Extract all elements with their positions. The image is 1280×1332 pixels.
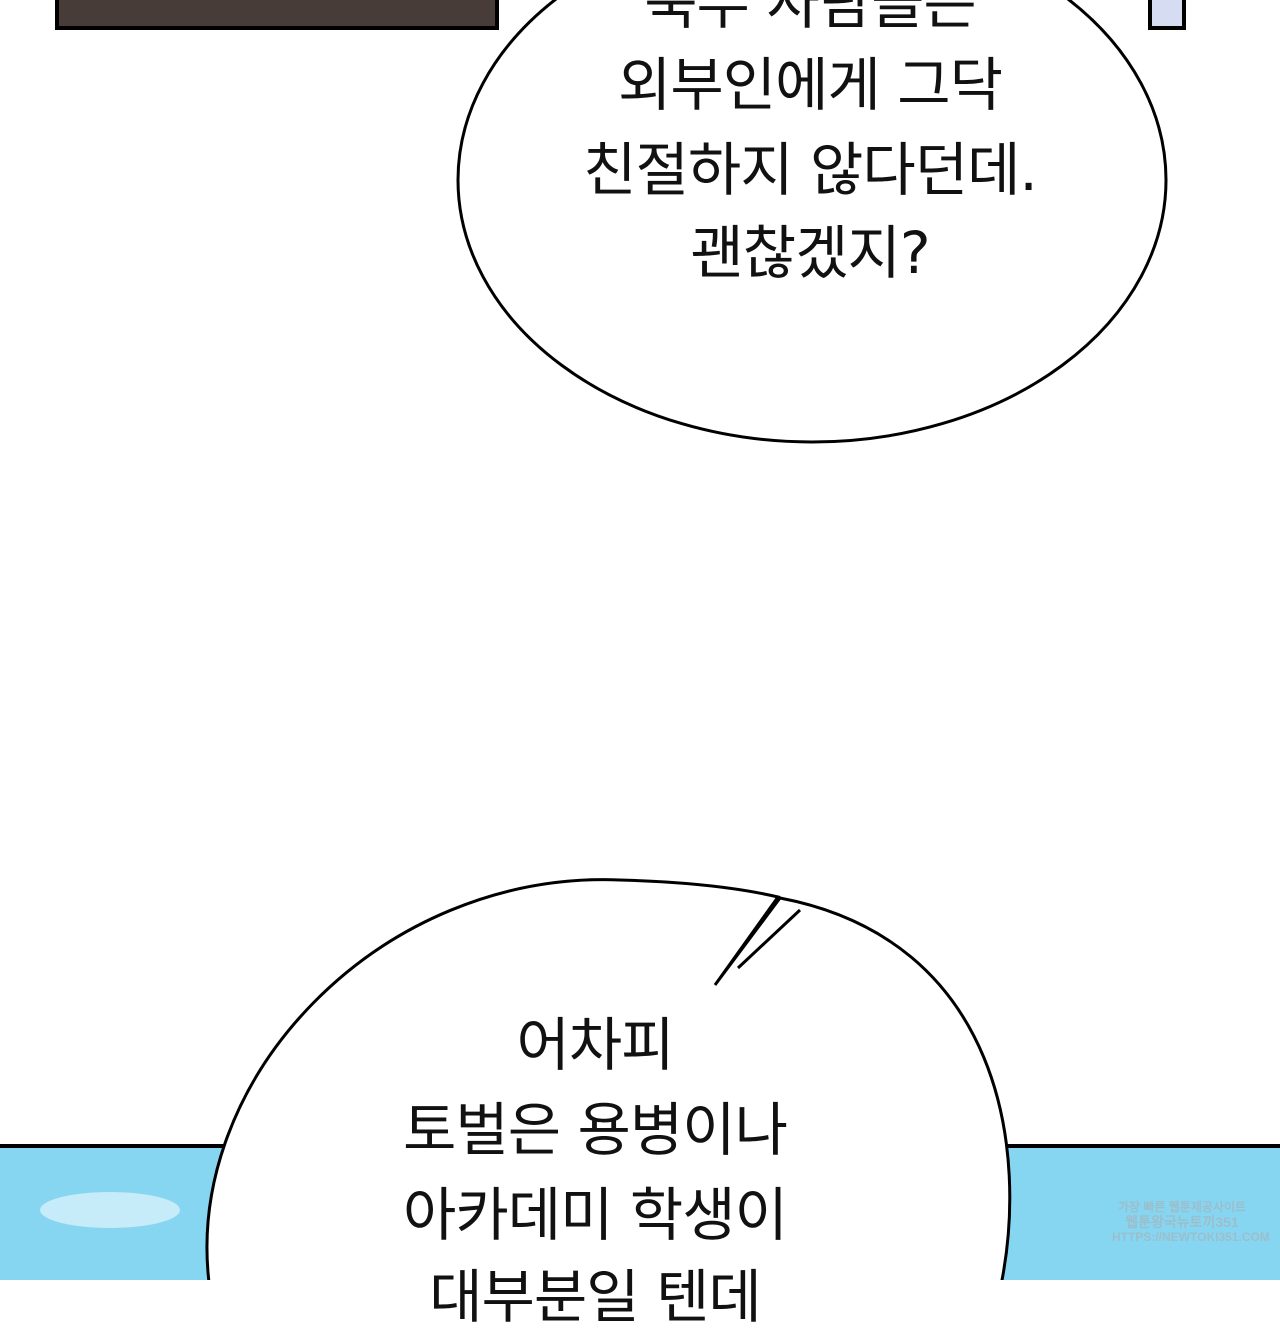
dialogue-line: 아카데미 학생이 (403, 1181, 788, 1249)
dialogue-line: 괜찮겠지? (690, 219, 930, 287)
watermark-line: 웹툰왕국뉴토끼351 (1125, 1214, 1239, 1230)
watermark-line: 가장 빠른 웹툰제공사이트 (1117, 1200, 1247, 1214)
watermark-line: HTTPS://NEWTOKI351.COM (1112, 1230, 1270, 1244)
dialogue-line: 친절하지 않다던데. (583, 136, 1038, 204)
speech-bubble-bottom (205, 878, 1012, 1280)
speech-bubble-top (456, 0, 1168, 444)
speech-bubble-tail (736, 908, 802, 970)
top-panel-lavender (1148, 0, 1186, 30)
dialogue-line: 북부 사람들은 (644, 0, 977, 37)
dialogue-line: 외부인에게 그닥 (618, 51, 1003, 119)
top-panel-dark (55, 0, 499, 30)
watermark: 가장 빠른 웹툰제공사이트 웹툰왕국뉴토끼351 HTTPS://NEWTOKI… (1112, 1200, 1270, 1245)
dialogue-line: 어차피 (516, 1011, 674, 1079)
dialogue-line: 대부분일 텐데 (429, 1263, 762, 1331)
comic-artwork (0, 0, 1280, 1280)
cloud (40, 1192, 180, 1228)
dialogue-line: 토벌은 용병이나 (403, 1096, 788, 1164)
